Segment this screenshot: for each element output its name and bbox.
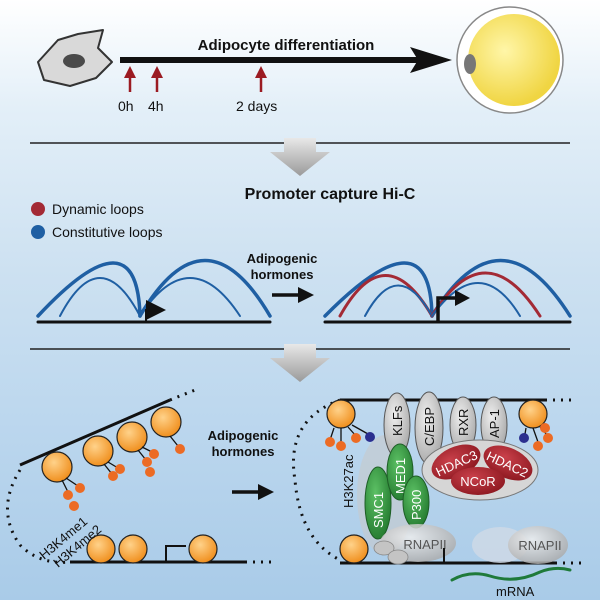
- promoter-arrow-large-head: [455, 290, 470, 306]
- svg-text:C/EBP: C/EBP: [422, 407, 437, 446]
- capture-treatment-line1: Adipogenic: [247, 251, 318, 266]
- mrna-label: mRNA: [496, 584, 535, 599]
- legend-dynamic-label: Dynamic loops: [52, 201, 144, 217]
- nucleosomes-before-bottom: [86, 534, 218, 564]
- svg-text:RNAPII: RNAPII: [403, 537, 446, 552]
- down-arrow-1: [270, 138, 330, 176]
- svg-text:RXR: RXR: [456, 409, 471, 436]
- histone-marks-before: [63, 444, 185, 511]
- nucleosomes-before-top: [41, 406, 182, 483]
- rnapii-elongating: RNAPII: [472, 526, 568, 564]
- rnapii-paused: RNAPII: [373, 524, 456, 565]
- loops-before: [36, 258, 272, 324]
- tf-cebp: C/EBP: [414, 391, 444, 465]
- mrna-strand: [450, 566, 572, 582]
- timepoint-arrows: [124, 66, 267, 92]
- svg-text:RNAPII: RNAPII: [518, 538, 561, 553]
- acetyl-mark-label: H3K27ac: [341, 454, 356, 508]
- timepoint-0h: 0h: [118, 98, 134, 114]
- down-arrow-2: [270, 344, 330, 382]
- treatment-arrow-1-head: [298, 287, 314, 303]
- mature-adipocyte-icon: [456, 6, 564, 114]
- chromatin-treatment-line1: Adipogenic: [208, 428, 279, 443]
- svg-text:P300: P300: [409, 490, 424, 520]
- svg-text:NCoR: NCoR: [460, 474, 495, 489]
- legend-constitutive-swatch: [31, 225, 45, 239]
- timepoint-4h: 4h: [148, 98, 164, 114]
- chromatin-after: [292, 398, 585, 565]
- promoter-arrow-large: [436, 296, 458, 322]
- preadipocyte-cell-icon: [37, 29, 113, 87]
- differentiation-arrow-head: [410, 47, 452, 73]
- svg-text:MED1: MED1: [393, 458, 408, 494]
- chromatin-treatment-line2: hormones: [212, 444, 275, 459]
- treatment-arrow-2-head: [258, 484, 274, 500]
- capture-title: Promoter capture Hi-C: [245, 186, 416, 203]
- nucleosome-after-bottom: [339, 534, 369, 564]
- capture-treatment-line2: hormones: [251, 267, 314, 282]
- tf-rxr: RXR: [449, 396, 477, 454]
- svg-text:KLFs: KLFs: [390, 405, 405, 436]
- promoter-arrow-small: [145, 300, 166, 322]
- ncor: NCoR: [451, 467, 505, 495]
- gene-promoter-before: [165, 545, 186, 562]
- timepoint-2days: 2 days: [236, 98, 277, 114]
- tf-klfs: KLFs: [383, 392, 411, 458]
- legend-dynamic-swatch: [31, 202, 45, 216]
- tf-ap1: AP-1: [480, 396, 508, 454]
- loops-after: [323, 258, 572, 324]
- smc1: SMC1: [364, 466, 392, 540]
- nucleosomes-after-top: [326, 399, 548, 429]
- timeline-title: Adipocyte differentiation: [198, 37, 375, 54]
- p300: P300: [402, 475, 430, 529]
- svg-text:AP-1: AP-1: [487, 409, 502, 438]
- legend-constitutive-label: Constitutive loops: [52, 224, 163, 240]
- histone-marks-after: [325, 423, 553, 451]
- svg-text:SMC1: SMC1: [371, 492, 386, 528]
